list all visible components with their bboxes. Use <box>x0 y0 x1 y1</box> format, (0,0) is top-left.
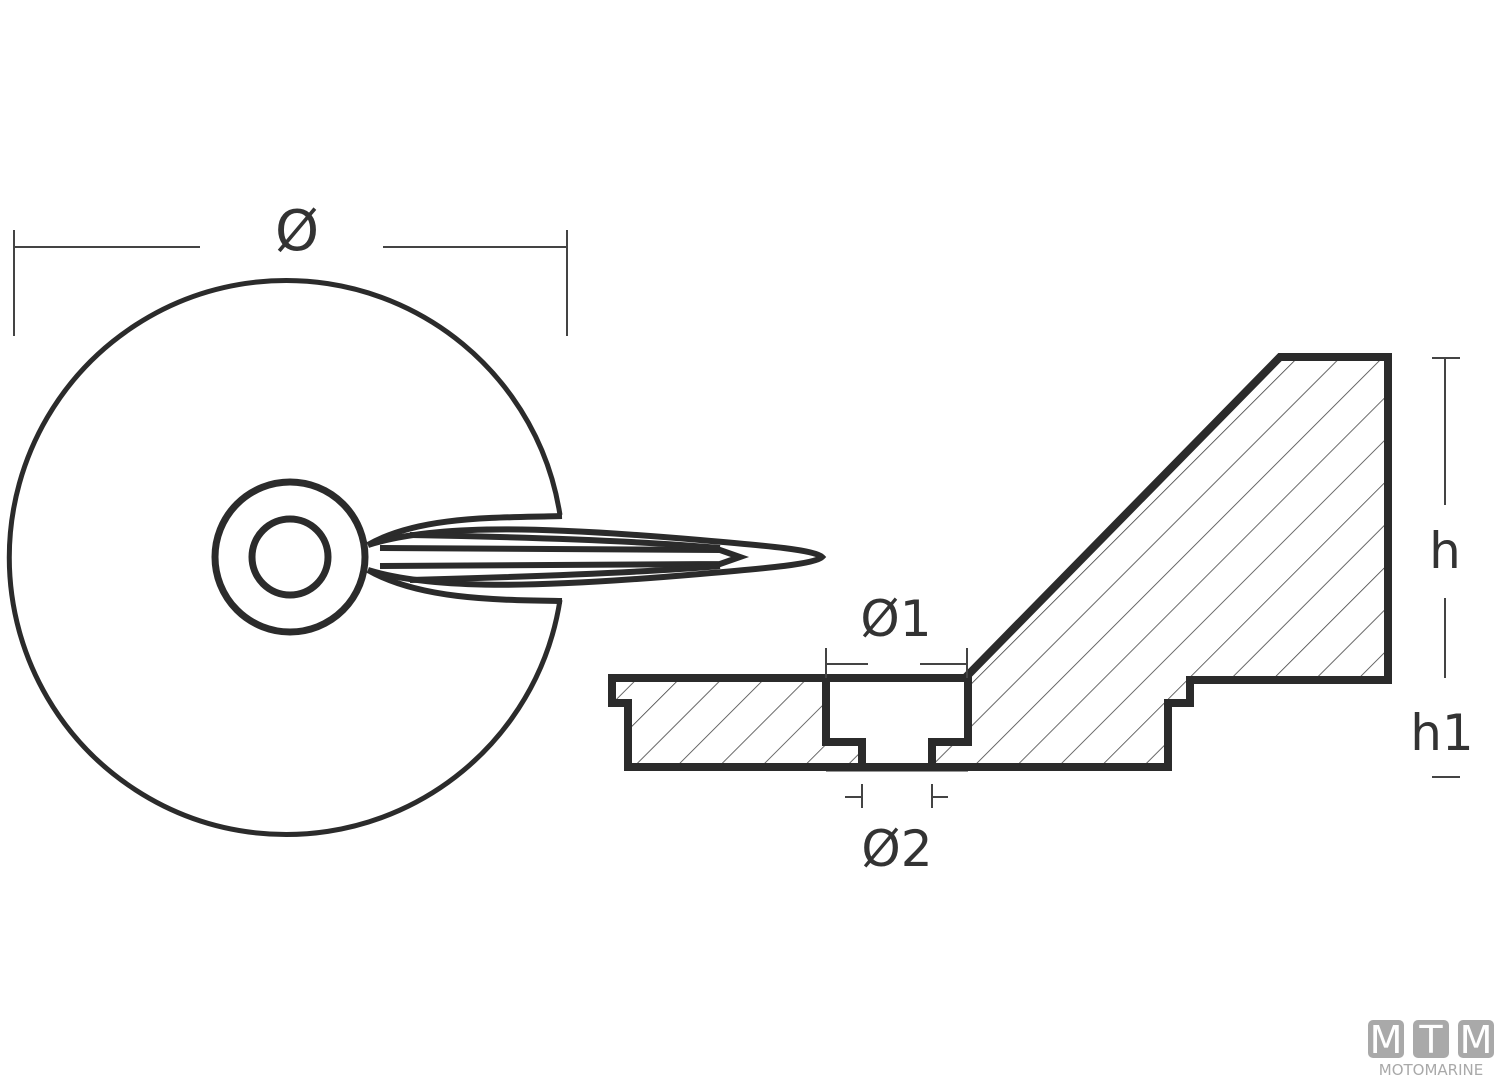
height-dimension <box>1432 357 1460 778</box>
height-label: h <box>1429 522 1461 580</box>
logo-letter: M <box>1370 1018 1403 1062</box>
diameter2-label: Ø2 <box>861 820 932 878</box>
diameter-label: Ø <box>275 199 319 264</box>
height1-label: h1 <box>1410 704 1474 762</box>
fin <box>366 513 827 604</box>
diameter1-label: Ø1 <box>860 590 931 648</box>
section-view: Ø1 Ø2 h h1 <box>608 353 1474 878</box>
logo-letter: M <box>1460 1018 1493 1062</box>
diameter-dimension <box>13 230 568 336</box>
logo-letter: T <box>1418 1018 1443 1062</box>
diameter2-dimension <box>845 784 948 808</box>
hub-inner <box>248 515 332 599</box>
diameter1-dimension <box>825 648 968 678</box>
disc-outline <box>6 278 563 837</box>
mtm-motomarine-logo: M T M MOTOMARINE <box>1368 1018 1494 1079</box>
section-outline <box>608 353 1392 771</box>
top-view: Ø <box>6 199 827 837</box>
logo-subtitle: MOTOMARINE <box>1379 1061 1483 1079</box>
